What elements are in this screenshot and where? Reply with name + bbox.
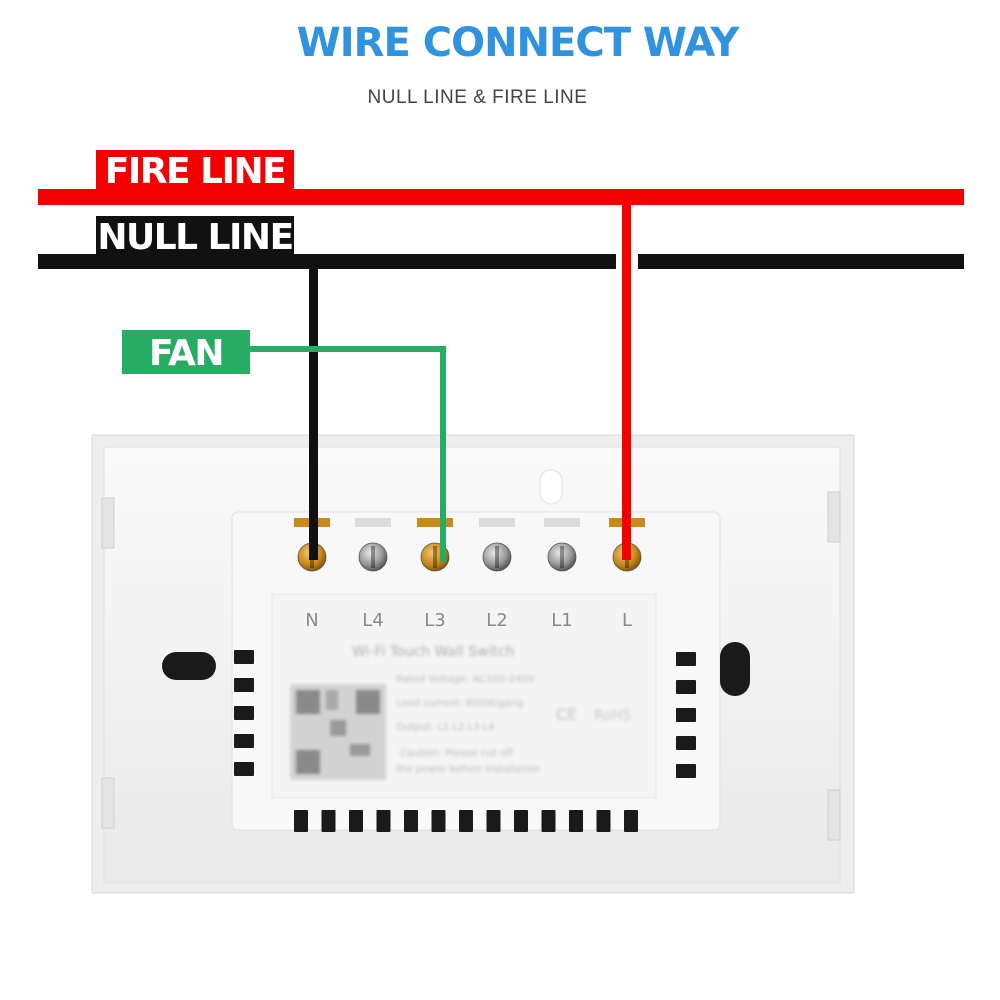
vent-slot (569, 810, 583, 832)
null-line-main (638, 254, 964, 269)
null-line-main (38, 254, 616, 269)
vent-slot (431, 810, 446, 832)
vent-slots-left (234, 650, 254, 776)
qr-code (290, 684, 386, 780)
side-clip (101, 497, 115, 549)
fan-tag: FAN (122, 330, 250, 374)
null-line-drop (309, 262, 318, 560)
device-label-line: Load current: 600W/gang (396, 698, 523, 709)
vent-slot (514, 810, 528, 832)
vent-slot (234, 706, 254, 720)
vent-slots-right (676, 652, 696, 778)
vent-slot (676, 764, 696, 778)
null-line-label: NULL LINE (97, 217, 294, 258)
vent-slot (234, 734, 254, 748)
terminal-contact (355, 518, 391, 527)
screw-slot (371, 546, 375, 568)
vent-slot (486, 810, 501, 832)
device-label-line: Output: L1 L2 L3 L4 (396, 722, 495, 733)
page-title: WIRE CONNECT WAY (296, 20, 740, 66)
fire-line-label: FIRE LINE (104, 151, 287, 192)
device-label-line: Rated Voltage: AC100-240V (396, 674, 535, 685)
vent-slot (234, 678, 254, 692)
fan-wire (248, 346, 446, 562)
terminal-screw-l1 (547, 542, 577, 572)
device-label-title: Wi-Fi Touch Wall Switch (352, 644, 515, 660)
top-notch (539, 469, 563, 505)
terminal-screw-l2 (482, 542, 512, 572)
vent-slot (294, 810, 308, 832)
fire-line-main (38, 189, 964, 205)
screw-slot (560, 546, 564, 568)
mounting-hole-right (720, 642, 750, 696)
fire-line-drop (622, 197, 631, 560)
terminal-screw-l4 (358, 542, 388, 572)
vent-slot (676, 736, 696, 750)
side-clip (101, 777, 115, 829)
vent-slot (234, 650, 254, 664)
terminal-contact (417, 518, 453, 527)
device-label-line: the power before installation (396, 764, 540, 775)
terminal-contact (544, 518, 580, 527)
terminal-label-l: L (622, 610, 632, 631)
page-subtitle: NULL LINE & FIRE LINE (367, 87, 588, 108)
switch-device: Wi-Fi Touch Wall Switch Rated Voltage: A… (91, 434, 855, 894)
screw-slot (495, 546, 499, 568)
vent-slot (234, 762, 254, 776)
terminal-label-l3: L3 (424, 610, 445, 631)
vent-slot (676, 708, 696, 722)
terminal-label-l4: L4 (362, 610, 383, 631)
vent-slot (541, 810, 556, 832)
vent-slot (596, 810, 611, 832)
vent-slot (624, 810, 638, 832)
terminal-label-l2: L2 (486, 610, 507, 631)
fan-label: FAN (149, 333, 224, 374)
terminal-contact (479, 518, 515, 527)
screw-slot (433, 546, 437, 568)
vent-slot (349, 810, 363, 832)
terminal-label-n: N (305, 610, 318, 631)
null-line-wire (38, 254, 964, 560)
rohs-mark: RoHS (594, 708, 631, 724)
terminal-block: N L4 L3 L2 L1 L (294, 518, 645, 631)
terminal-label-l1: L1 (551, 610, 572, 631)
vent-slot (376, 810, 391, 832)
fire-line-wire (38, 189, 964, 560)
vent-slot (321, 810, 336, 832)
mounting-hole-left (162, 652, 216, 680)
null-line-tag: NULL LINE (96, 216, 294, 258)
vent-slot (459, 810, 473, 832)
fire-line-tag: FIRE LINE (96, 150, 294, 192)
fan-wire-horizontal (248, 346, 446, 352)
side-clip (827, 789, 841, 841)
vent-slot (676, 680, 696, 694)
vent-slot (676, 652, 696, 666)
ce-mark: CE (556, 705, 577, 724)
device-label-line: Caution: Please cut off (400, 748, 514, 759)
side-clip (827, 491, 841, 543)
vent-slot (404, 810, 418, 832)
fan-wire-vertical (440, 346, 446, 562)
vent-slots-bottom (294, 810, 638, 832)
